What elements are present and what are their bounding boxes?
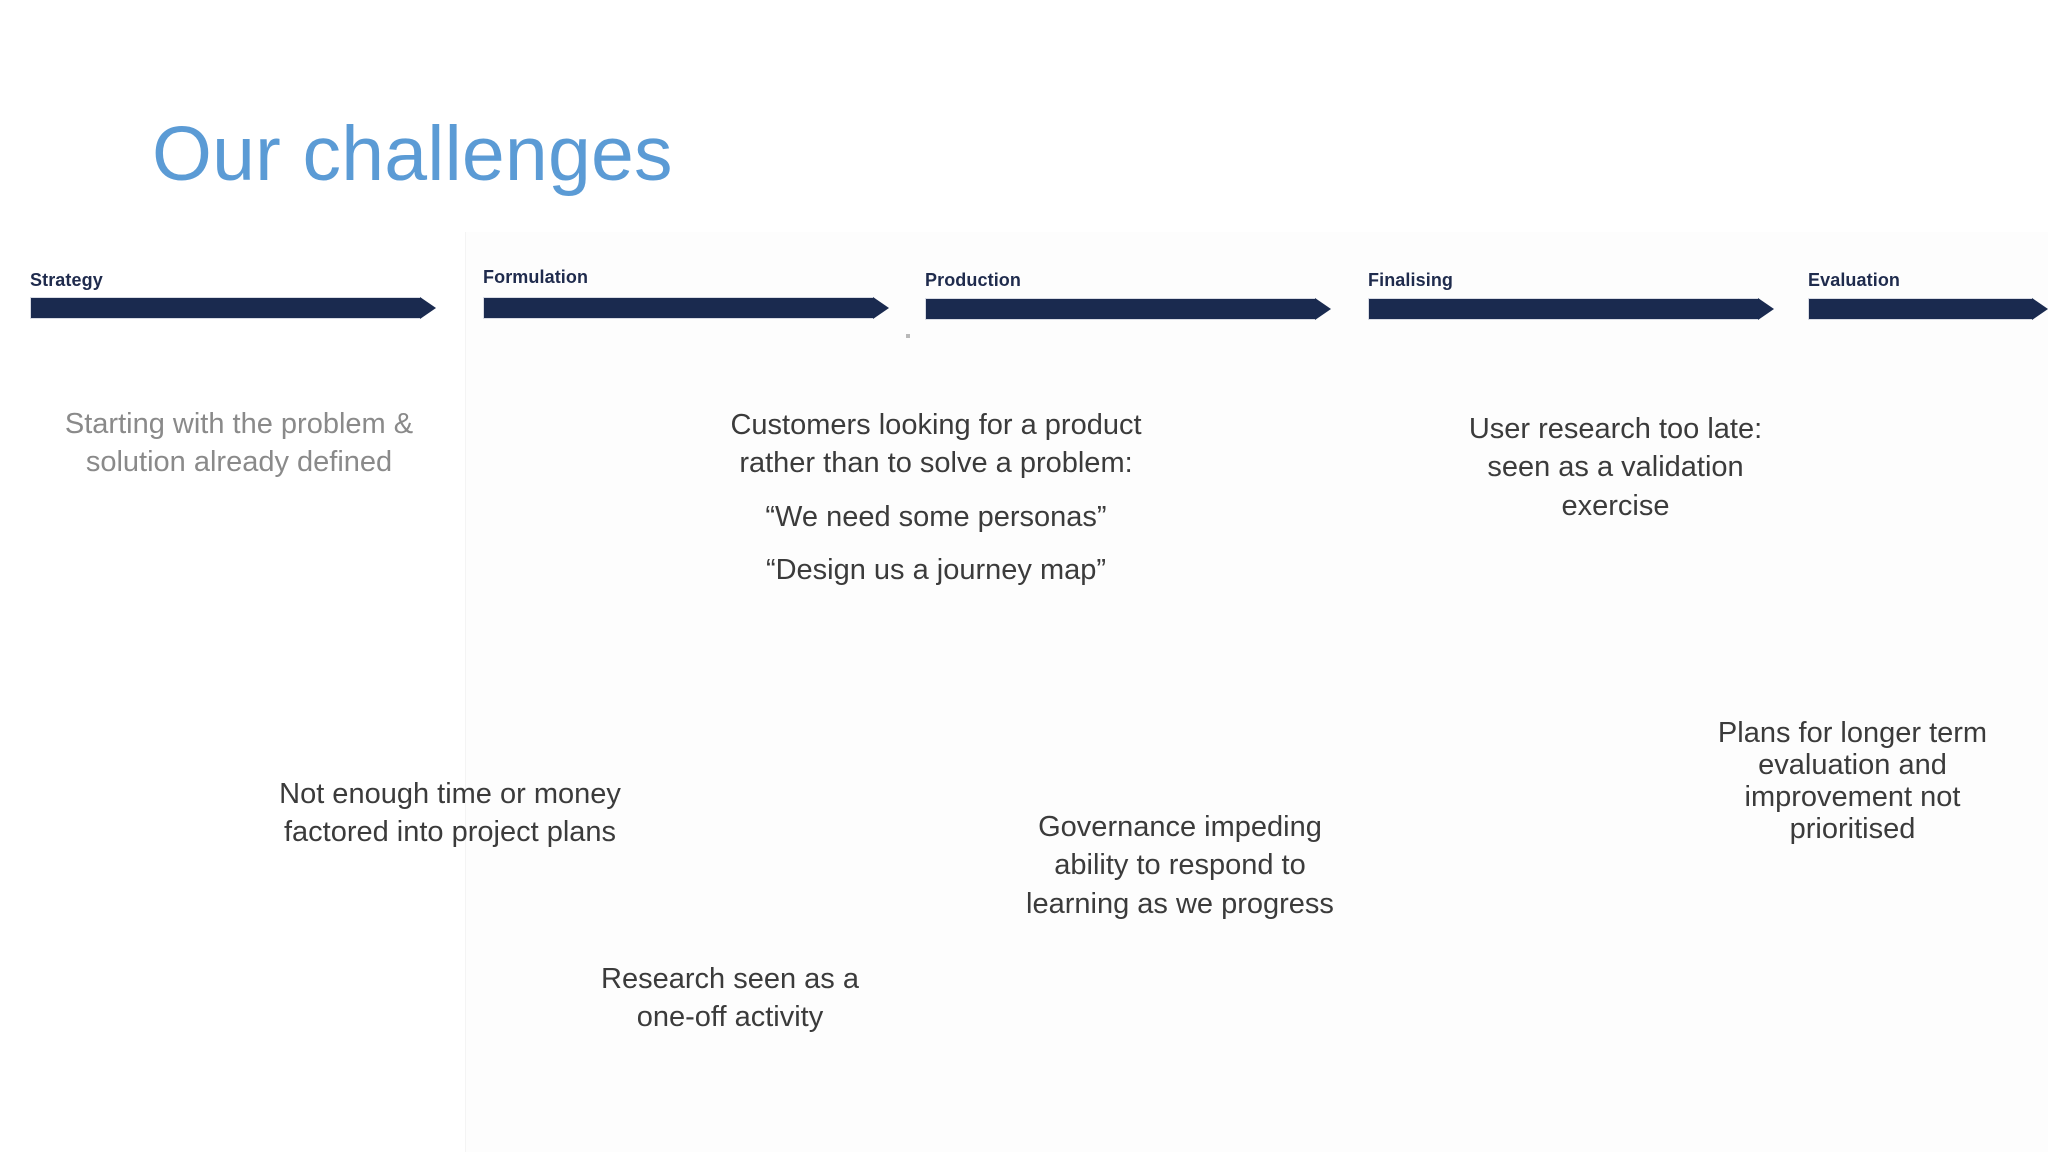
arrow-body-icon <box>30 297 420 319</box>
evaluation-note: Plans for longer term evaluation and imp… <box>1700 717 2005 846</box>
stage-arrow-production <box>925 298 1331 320</box>
formulation-note-research: Research seen as a one-off activity <box>585 960 875 1037</box>
arrow-head-icon <box>1758 298 1774 320</box>
stage-label-finalising: Finalising <box>1368 270 1454 290</box>
stage-label-evaluation: Evaluation <box>1808 270 1901 290</box>
stage-label-formulation: Formulation <box>483 267 589 287</box>
arrow-head-icon <box>1315 298 1331 320</box>
stage-arrow-formulation <box>483 297 889 319</box>
arrow-head-icon <box>420 297 436 319</box>
note-line: “We need some personas” <box>765 500 1107 533</box>
arrow-body-icon <box>1808 298 2032 320</box>
stage-label-production: Production <box>925 270 1021 290</box>
note-line: “Design us a journey map” <box>765 553 1107 586</box>
production-note-main: Customers looking for a product rather t… <box>706 406 1166 589</box>
stray-dot-artifact <box>906 334 910 338</box>
strategy-note: Starting with the problem & solution alr… <box>60 405 418 482</box>
background-band-divider <box>465 232 466 1152</box>
arrow-body-icon <box>1368 298 1758 320</box>
stage-arrow-evaluation <box>1808 298 2048 320</box>
note-line: Plans for longer term evaluation and imp… <box>1717 717 1988 845</box>
note-line: Starting with the problem & solution alr… <box>64 408 414 479</box>
note-line: User research too late: seen as a valida… <box>1468 413 1763 522</box>
note-line: Research seen as a one-off activity <box>601 963 859 1034</box>
note-line: Governance impeding ability to respond t… <box>1026 811 1334 920</box>
formulation-note-time: Not enough time or money factored into p… <box>250 775 650 852</box>
arrow-head-icon <box>2032 298 2048 320</box>
arrow-body-icon <box>925 298 1315 320</box>
page-title: Our challenges <box>152 111 673 197</box>
note-line: Customers looking for a product rather t… <box>730 409 1142 480</box>
stage-arrow-strategy <box>30 297 436 319</box>
stage-label-strategy: Strategy <box>30 270 103 290</box>
arrow-body-icon <box>483 297 873 319</box>
note-line: Not enough time or money factored into p… <box>279 778 621 849</box>
finalising-note-main: User research too late: seen as a valida… <box>1443 410 1788 525</box>
arrow-head-icon <box>873 297 889 319</box>
production-note-governance: Governance impeding ability to respond t… <box>1020 808 1340 923</box>
stage-arrow-finalising <box>1368 298 1774 320</box>
